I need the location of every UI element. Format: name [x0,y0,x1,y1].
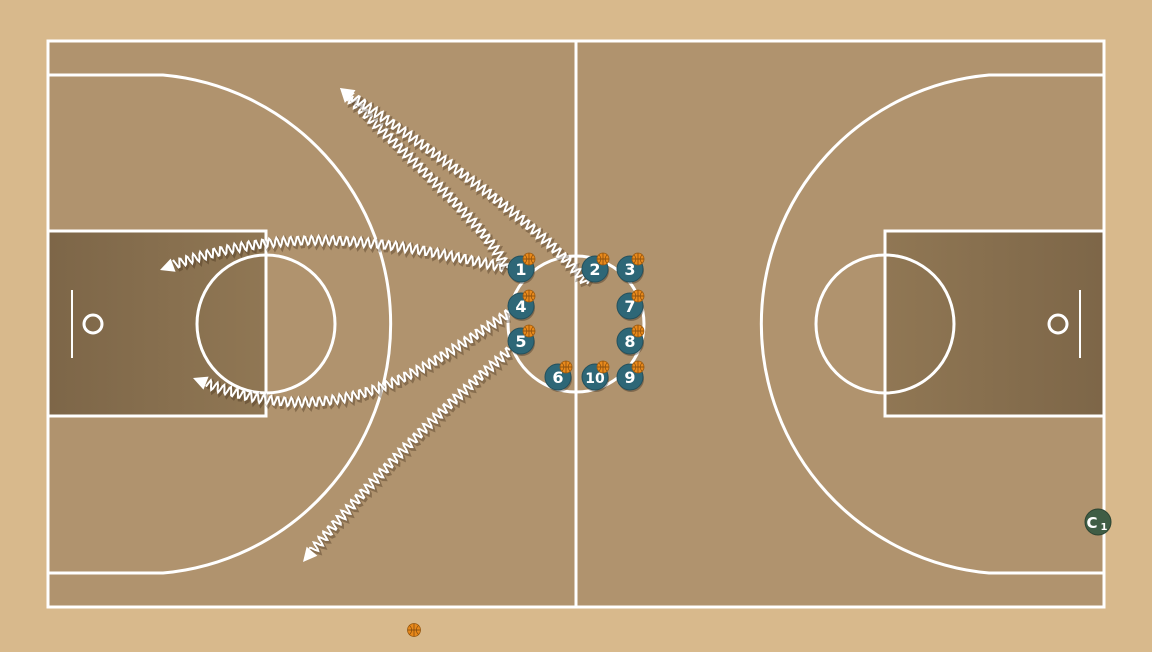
player-1[interactable]: 1 [507,252,536,284]
coach-subscript: 1 [1101,522,1108,533]
player-2[interactable]: 2 [581,252,610,284]
dribble-paths [160,88,594,562]
player-6[interactable]: 6 [544,360,573,392]
dribble-path-2-wing [340,88,594,288]
ball-icon [631,252,645,266]
player-9[interactable]: 9 [616,360,645,392]
ball-icon [596,360,610,374]
left-free-throw-circle [195,253,337,395]
player-label: 8 [624,332,635,351]
player-label: 4 [515,297,526,316]
player-4[interactable]: 4 [507,289,536,321]
right-paint [885,231,1104,416]
player-label: 3 [624,260,635,279]
player-label: 9 [624,368,635,387]
left-hoop [82,313,104,335]
right-hoop [1047,313,1069,335]
player-label: 7 [624,297,635,316]
player-10[interactable]: 10 [581,360,610,392]
ball-icon [631,289,645,303]
player-3[interactable]: 3 [616,252,645,284]
right-key [883,229,1106,418]
player-label: 1 [515,260,526,279]
players: 1 2 3 4 5 6 7 8 9 10 [507,252,645,392]
player-label: 2 [589,260,600,279]
loose-ball-icon [407,623,421,637]
arrow-head [193,376,209,390]
coach-label: C [1086,514,1097,532]
right-three-point-line [759,73,1104,575]
loose-balls [407,623,421,637]
right-free-throw-circle [814,253,956,395]
center-circle [506,254,646,394]
arrow-head [340,88,356,102]
player-8[interactable]: 8 [616,324,645,356]
player-7[interactable]: 7 [616,289,645,321]
dribble-path-5-corner [303,346,514,562]
dribble-path-1-top-paint [160,233,511,276]
ball-icon [522,324,536,338]
ball-icon [522,252,536,266]
ball-icon [559,360,573,374]
ball-icon [631,324,645,338]
court-lines [46,39,1106,609]
player-label: 5 [515,332,526,351]
arrow-head [160,258,176,272]
ball-icon [522,289,536,303]
player-label: 6 [552,368,563,387]
dribble-path-4-low-paint [193,308,512,413]
arrow-head [303,546,318,562]
ball-icon [596,252,610,266]
player-5[interactable]: 5 [507,324,536,356]
ball-icon [631,360,645,374]
left-three-point-line [48,73,393,575]
player-label: 10 [585,371,605,387]
left-key [46,229,268,418]
